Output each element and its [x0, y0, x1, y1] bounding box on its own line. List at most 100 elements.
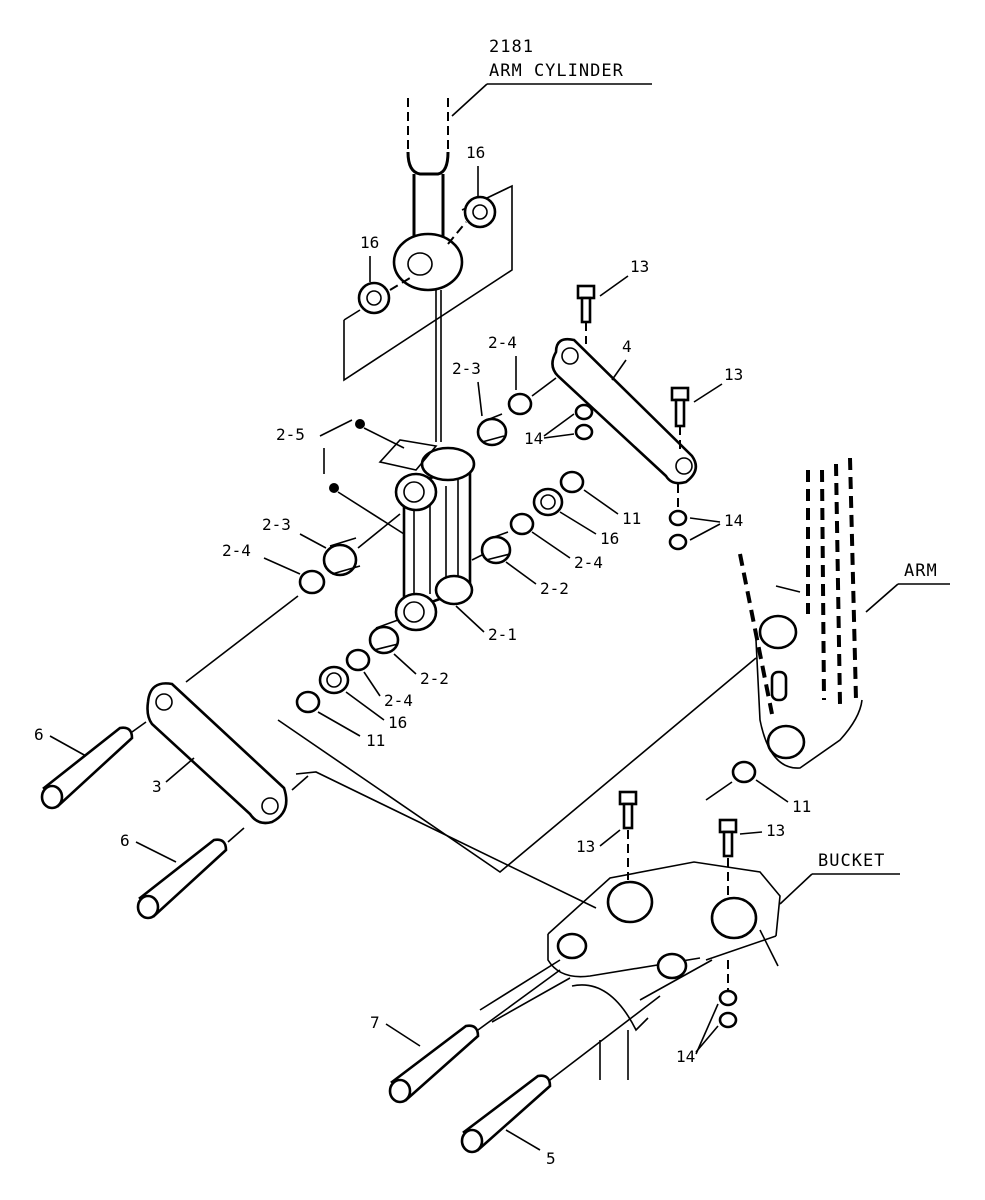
pin-6-top	[40, 726, 134, 810]
callout-2-2-right: 2-2	[540, 579, 569, 598]
bolt-13-lower-left-head	[618, 790, 638, 806]
link-4-bore-top	[561, 347, 579, 365]
arm-alignment-line	[277, 657, 757, 874]
bolt-13-top	[576, 284, 596, 344]
leader-14-upper-a	[543, 413, 575, 437]
washer-16-top-outer	[463, 195, 497, 229]
bucket-boss-lower-right	[656, 952, 688, 980]
callout-13-lower-left: 13	[576, 837, 595, 856]
bucket	[479, 861, 781, 1080]
callout-16-top: 16	[466, 143, 485, 162]
bushing-2-2-lower-sides	[373, 619, 399, 651]
leader-3	[165, 757, 195, 783]
rod-eye	[392, 232, 464, 292]
leader-4	[611, 359, 627, 381]
leader-14-right-a	[689, 517, 721, 523]
callout-2-4-lower: 2-4	[384, 691, 413, 710]
leader-14-right-b	[689, 523, 721, 541]
link-4-bore-bottom	[675, 457, 693, 475]
leader-13-lower-right	[739, 831, 763, 835]
grease-fitting-lower	[329, 483, 339, 493]
bushing-2-2-right	[480, 531, 512, 565]
leader-6-top	[49, 735, 87, 757]
grease-fitting-upper-leader	[363, 427, 405, 449]
link-3-bore-bottom	[261, 797, 279, 815]
cylinder-plane-outline	[343, 184, 513, 382]
pin-6-top-body	[42, 726, 134, 808]
leader-2-4-left	[263, 557, 301, 575]
callout-13-right: 13	[724, 365, 743, 384]
leader-6-bottom	[135, 841, 177, 863]
bolt-13-right-shank	[674, 398, 686, 428]
leader-11-lower	[317, 711, 361, 737]
callout-2-3-top: 2-3	[452, 359, 481, 378]
bushing-2-2-lower	[368, 619, 400, 655]
ring-11-right	[559, 470, 585, 494]
leader-2-4-right	[531, 531, 571, 559]
callout-4: 4	[622, 337, 632, 356]
leader-11-bucket	[755, 779, 789, 803]
arm-cylinder-rod	[392, 98, 464, 442]
pin-5	[460, 1074, 552, 1154]
callout-16-lower: 16	[388, 713, 407, 732]
callout-14-upper: 14	[524, 429, 543, 448]
bushing-2-3-left	[322, 537, 361, 577]
bushing-2-2-right-sides	[485, 531, 511, 561]
bucket-boss-upper-right	[710, 896, 758, 940]
washer-2-4-top	[507, 392, 533, 416]
leader-7	[385, 1023, 421, 1047]
pin-7-axis	[477, 969, 561, 1031]
pin-5-end	[460, 1128, 484, 1154]
bushing-2-3-left-end	[322, 543, 358, 577]
pin-7-body	[390, 1024, 480, 1102]
bucket-lip-line-1	[479, 959, 561, 1011]
callout-2-4-top: 2-4	[488, 333, 517, 352]
washer-2-4-lower	[345, 648, 371, 672]
arm-hatch-2	[820, 469, 826, 701]
leader-16-right	[559, 511, 597, 535]
nut-14-right-2	[668, 533, 688, 551]
washer-16-lower	[318, 665, 350, 695]
link-3-body	[146, 682, 288, 825]
arm-tip-outline	[755, 639, 863, 769]
title-name: ARM CYLINDER	[489, 61, 624, 81]
grease-fitting-lower-leader	[337, 491, 405, 535]
bucket-leader	[779, 873, 813, 905]
link-2-1-bottom-boss-rear	[434, 574, 474, 606]
leader-14-bottom-a	[695, 1025, 719, 1053]
pin-7-end	[388, 1078, 412, 1104]
ring-11-lower	[295, 690, 321, 714]
arm-edge-line	[775, 585, 801, 593]
bolt-13-lower-right-shank	[722, 830, 734, 858]
cylinder-plane-edge	[343, 309, 361, 321]
callout-13-top: 13	[630, 257, 649, 276]
bushing-2-3-left-sides	[329, 537, 361, 575]
washer-16-right-inner	[540, 494, 556, 510]
nuts-14-bottom	[718, 960, 738, 1029]
washer-2-4-right	[509, 512, 535, 536]
nut-14-upper-2	[574, 423, 594, 441]
bucket-inner-line	[639, 959, 713, 1001]
washer-16-lower-inner	[326, 672, 342, 688]
nuts-14-upper	[574, 403, 594, 441]
callout-6-top: 6	[34, 725, 44, 744]
link-2-1-grease-plate	[378, 439, 438, 471]
leader-13-right	[693, 383, 723, 403]
washer-16-top	[463, 195, 497, 229]
link-3-bore-top	[155, 693, 173, 711]
callout-2-3-left: 2-3	[262, 515, 291, 534]
pin-6-bottom	[136, 838, 228, 920]
bushing-2-3-top-end	[476, 417, 508, 447]
pin-6-top-end	[40, 784, 64, 810]
washer-2-4-top-ring	[507, 392, 533, 416]
arm-hatch-left	[738, 553, 774, 715]
leader-2-3-top	[477, 381, 483, 417]
link-2-1-bottom-boss	[394, 592, 438, 632]
leader-13-lower-left	[599, 829, 621, 847]
bushing-2-3-top-sides	[481, 413, 505, 443]
link-3-axis-down	[291, 775, 309, 791]
leader-2-2-right	[505, 561, 537, 585]
leader-2-2-lower	[393, 653, 417, 675]
title-code: 2181	[489, 37, 534, 57]
washer-16-right	[532, 487, 564, 517]
